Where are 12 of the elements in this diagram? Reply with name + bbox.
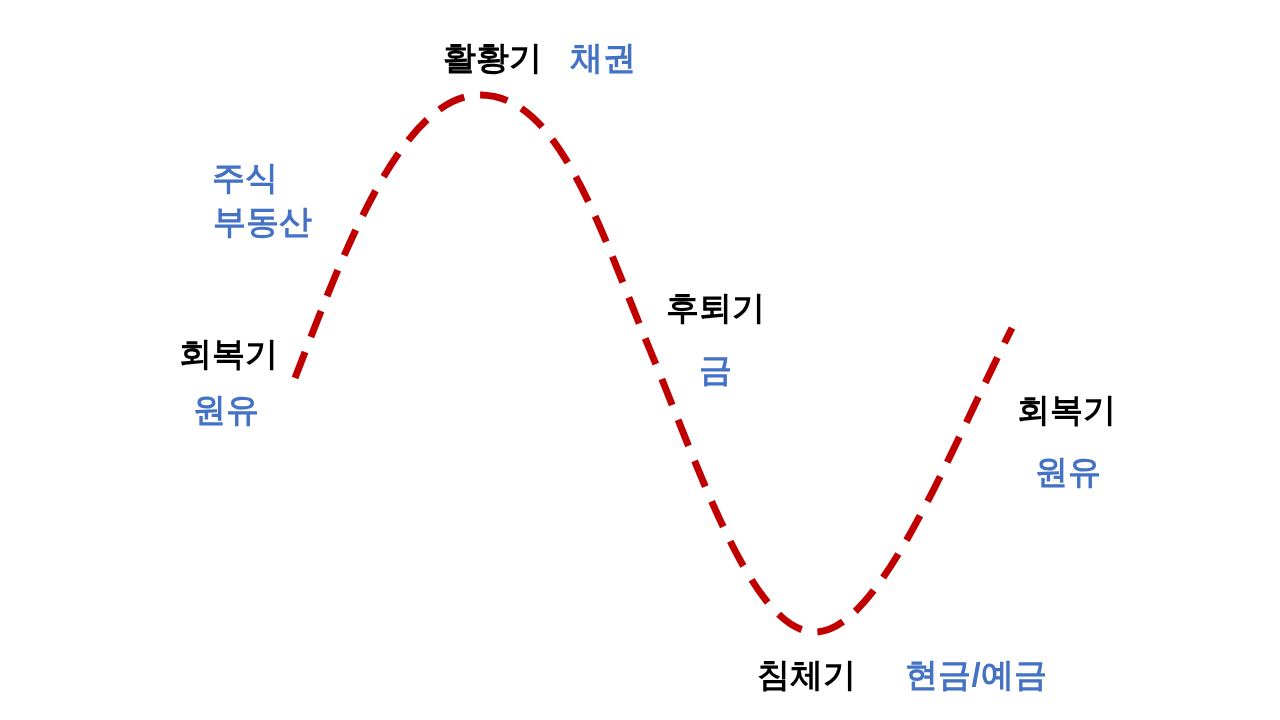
phase-label: 침체기 xyxy=(756,656,856,694)
asset-label: 부동산 xyxy=(212,203,312,241)
phase-label: 후퇴기 xyxy=(665,289,765,327)
phase-label: 회복기 xyxy=(1016,391,1116,429)
asset-label: 원유 xyxy=(1035,453,1101,491)
asset-label: 현금/예금 xyxy=(905,656,1047,694)
phase-label: 회복기 xyxy=(178,335,278,373)
asset-label: 금 xyxy=(698,351,732,389)
phase-label: 활황기 xyxy=(442,39,542,77)
asset-label: 주식 xyxy=(212,159,278,197)
asset-label: 원유 xyxy=(193,391,259,429)
asset-label: 채권 xyxy=(570,39,636,77)
